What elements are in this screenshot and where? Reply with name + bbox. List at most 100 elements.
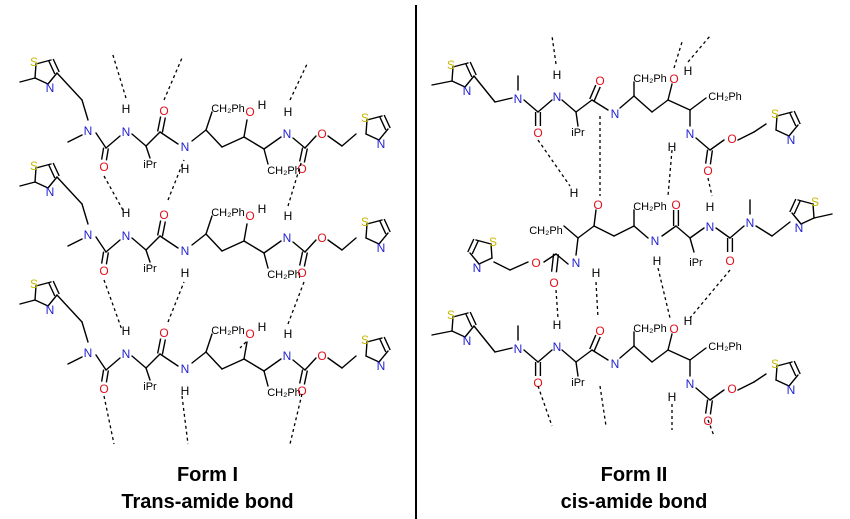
bond-line	[709, 389, 725, 401]
atom-o: O	[669, 322, 678, 336]
bond-line	[577, 225, 595, 239]
sulfur-atom: S	[811, 195, 819, 209]
hydrogen-atom: H	[122, 102, 131, 116]
bond-line	[689, 227, 705, 239]
hydrogen-atom: H	[258, 98, 267, 112]
hydrogen-atom: H	[122, 206, 131, 220]
nitrogen-atom: N	[46, 185, 55, 199]
double-bond-line	[100, 251, 105, 264]
ipr-label: iPr	[571, 377, 585, 389]
bond-line	[19, 181, 36, 187]
double-bond-line	[52, 58, 60, 73]
bond-line	[776, 361, 793, 367]
atom-n: N	[122, 125, 131, 139]
double-bond-line	[469, 311, 477, 326]
double-bond-line	[793, 110, 801, 125]
double-bond-line	[383, 336, 391, 351]
hydrogen-atom: H	[653, 254, 662, 268]
bond-line	[205, 333, 213, 353]
bond-line	[292, 241, 306, 253]
ipr-label: iPr	[143, 263, 157, 275]
bond-line	[56, 176, 83, 205]
bond-line	[131, 237, 147, 251]
atom-n: N	[181, 362, 190, 376]
bond-line	[709, 139, 725, 151]
nitrogen-atom: N	[377, 359, 386, 373]
bond-line	[19, 77, 36, 83]
bond-line	[473, 325, 496, 353]
bond-line	[81, 203, 89, 225]
thiazole-ring: SN	[361, 111, 391, 151]
atom-o: O	[727, 132, 736, 146]
atom-o: O	[159, 326, 168, 340]
double-bond-line	[383, 114, 391, 129]
ch2ph-label: CH₂Ph	[211, 207, 245, 219]
hydrogen-bond	[289, 61, 309, 101]
thiazole-ring: SN	[30, 159, 60, 199]
bond-line	[159, 131, 179, 145]
double-bond-line	[100, 147, 105, 160]
double-bond-line	[298, 369, 304, 384]
bond-line	[451, 66, 454, 82]
ch2ph-label: CH₂Ph	[633, 201, 667, 213]
atom-o: O	[99, 264, 108, 278]
bond-line	[575, 99, 593, 113]
bond-line	[619, 95, 635, 109]
bond-line	[327, 135, 343, 147]
bond-line	[737, 381, 755, 391]
ch2ph-label: CH₂Ph	[267, 165, 301, 177]
bond-line	[365, 237, 380, 245]
bond-line	[243, 136, 265, 150]
bond-line	[292, 359, 306, 371]
bond-line	[263, 148, 269, 165]
double-bond-line	[469, 61, 477, 76]
ch2ph-label: CH₂Ph	[267, 269, 301, 281]
bond-line	[105, 357, 121, 371]
bond-line	[95, 354, 107, 371]
double-bond-line	[589, 334, 597, 350]
double-bond-line	[303, 148, 309, 163]
atom-o: O	[245, 327, 254, 341]
ch2ph-label: CH₂Ph	[633, 323, 667, 335]
hydrogen-bond	[673, 41, 683, 69]
bond-line	[591, 349, 609, 361]
hydrogen-bond	[687, 35, 711, 63]
atom-n: N	[553, 90, 562, 104]
bond-line	[537, 99, 553, 113]
bond-line	[633, 225, 649, 239]
form-ii-subtitle: cis-amide bond	[560, 491, 708, 513]
bond-line	[593, 209, 597, 227]
nitrogen-atom: N	[463, 334, 472, 348]
hydrogen-bond	[289, 393, 303, 445]
bond-line	[243, 240, 265, 254]
double-bond-line	[789, 112, 797, 127]
nitrogen-atom: N	[46, 81, 55, 95]
bond-line	[452, 62, 469, 68]
hydrogen-atom: H	[181, 266, 190, 280]
nitrogen-atom: N	[795, 221, 804, 235]
hydrogen-atom: H	[284, 209, 293, 223]
double-bond-line	[48, 164, 56, 179]
atom-n: N	[283, 127, 292, 141]
bond-line	[243, 119, 248, 138]
atom-o: O	[593, 198, 602, 212]
atom-n: N	[651, 234, 660, 248]
atom-o: O	[317, 231, 326, 245]
atom-o: O	[669, 72, 678, 86]
hydrogen-atom: H	[668, 390, 677, 404]
bond-line	[35, 59, 52, 65]
hydrogen-bond	[537, 385, 553, 427]
bond-line	[591, 99, 609, 111]
atom-o: O	[703, 164, 712, 178]
hydrogen-bond	[103, 395, 115, 445]
thiazole-ring: SN	[361, 333, 391, 373]
hydrogen-atom: H	[684, 314, 693, 328]
sulfur-atom: S	[30, 159, 38, 173]
bond-line	[633, 345, 653, 363]
double-bond-line	[793, 360, 801, 375]
bond-line	[205, 111, 213, 131]
bond-line	[775, 365, 778, 381]
